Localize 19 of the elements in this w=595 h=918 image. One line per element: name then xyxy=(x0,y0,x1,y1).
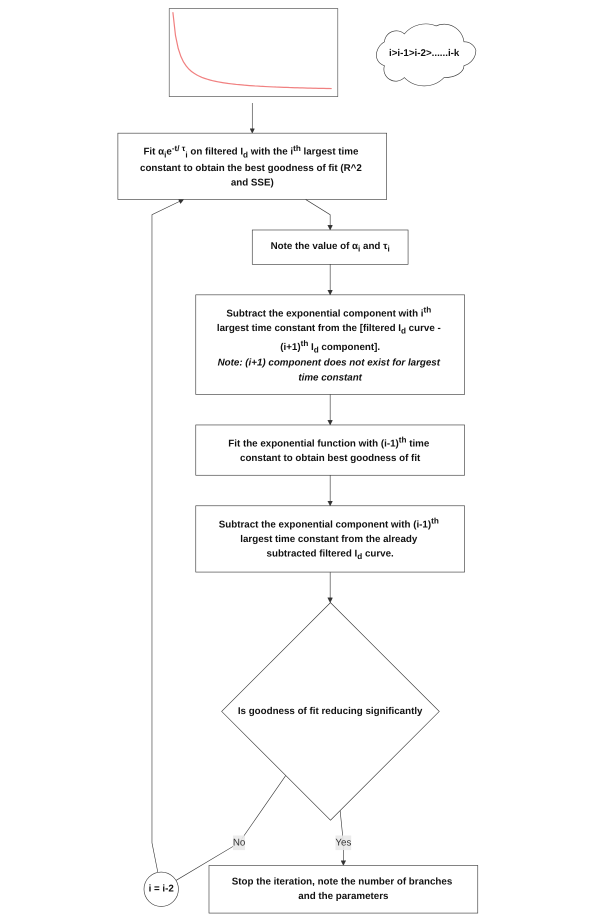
edge-label: No xyxy=(232,836,245,850)
arrow xyxy=(339,810,346,866)
counter-circle: i = i-2 xyxy=(143,872,178,907)
arrow xyxy=(151,199,184,873)
process-box: Subtract the exponential component with i$^{th}$ largest time constant from the [filtered I$_{d}$ curve - (i+1)$^{th}$ I$_{d}$ component]. Note: (i+1) component does not exist for largest time constant xyxy=(195,294,465,395)
process-box: Subtract the exponential component with (i-1)$^{th}$ largest time constant from the already subtracted filtered I$_{d}$ curve. xyxy=(195,505,465,572)
process-box: Fit the exponential function with (i-1)$^{th}$ time constant to obtain best goodness of fit xyxy=(195,424,465,476)
note-cloud: i>i-1>i-2>......i-k xyxy=(376,24,476,86)
edge-label: Yes xyxy=(335,836,352,850)
arrow xyxy=(249,102,255,134)
arrow xyxy=(304,199,333,230)
process-box: Fit α$_{i}$e$^{-t/ τ}$$_{i}$ on filtered I$_{d}$ with the i$^{th}$ largest time constant to obtain the best goodness of fit (R^2 and SSE) xyxy=(117,132,387,200)
arrow xyxy=(327,572,333,603)
process-box: Stop the iteration, note the number of branches and the parameters xyxy=(208,865,478,914)
arrow xyxy=(327,474,333,506)
decision-diamond: Is goodness of fit reducing significantly xyxy=(220,602,440,821)
arrow xyxy=(327,394,333,426)
process-box: Note the value of α$_{i}$ and τ$_{i}$ xyxy=(252,230,408,265)
arrow xyxy=(327,264,333,296)
